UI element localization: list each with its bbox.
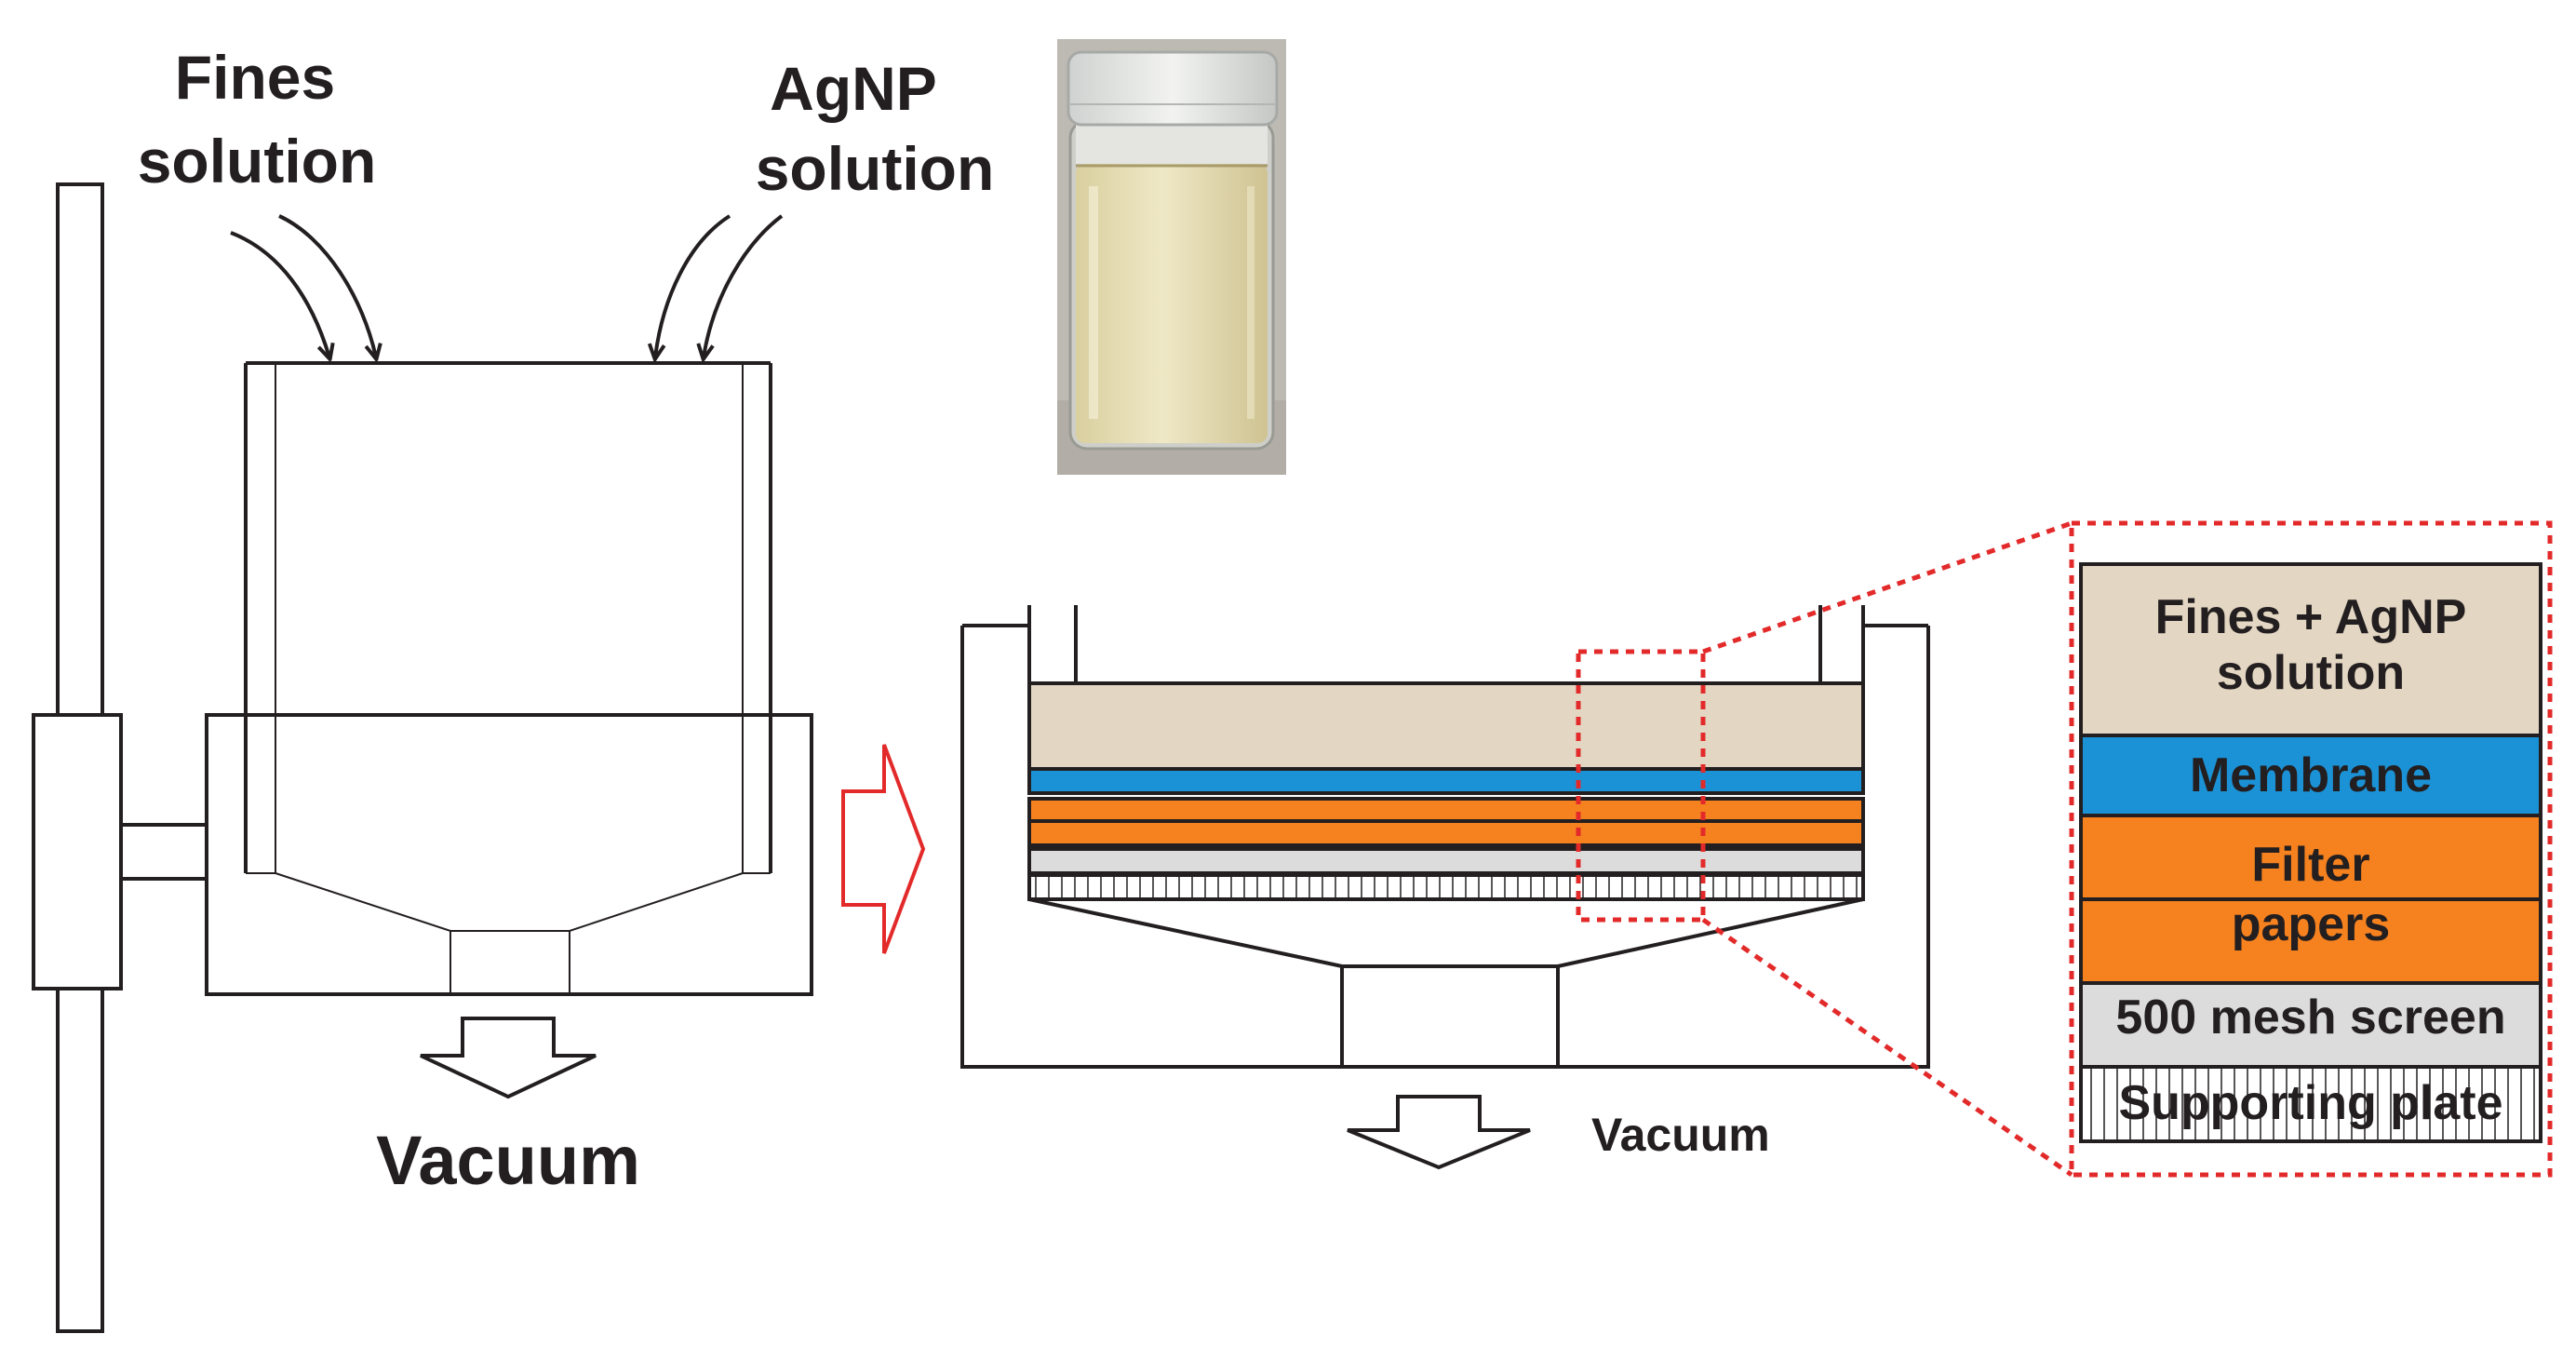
input-arrows (230, 214, 784, 357)
drain-neck (449, 930, 570, 995)
legend-label-filter-line2: papers (2232, 897, 2391, 951)
agnp-solution-label-line2: solution (756, 134, 995, 203)
vacuum-label-left: Vacuum (376, 1122, 640, 1199)
legend-supporting-plate (2079, 1065, 2542, 1143)
layer-solution (1027, 681, 1865, 771)
layer-mesh-screen (1027, 847, 1865, 875)
vacuum-arrow-left (420, 1017, 597, 1099)
legend-label-solution-line1: Fines + AgNP (2155, 590, 2467, 644)
legend-label-solution-line2: solution (2217, 646, 2405, 700)
legend-filter-paper-1 (2079, 814, 2542, 901)
layer-filter-paper-1 (1027, 797, 1865, 823)
layer-legend (2079, 562, 2542, 1143)
layer-supporting-plate (1027, 873, 1865, 901)
clamp-block (32, 713, 123, 990)
legend-label-membrane: Membrane (2190, 748, 2432, 802)
cross-section-neck (1340, 964, 1560, 1069)
clamp-arm (119, 823, 210, 881)
left-apparatus (32, 182, 813, 1333)
legend-solution (2079, 562, 2542, 737)
vial-photo (1057, 39, 1286, 475)
legend-label-filter-line1: Filter (2251, 838, 2369, 892)
vacuum-arrow-right (1347, 1095, 1531, 1170)
legend-mesh-screen (2079, 981, 2542, 1069)
vacuum-label-right: Vacuum (1591, 1109, 1770, 1161)
legend-label-mesh-screen: 500 mesh screen (2115, 990, 2505, 1044)
layer-filter-paper-2 (1027, 819, 1865, 847)
fines-solution-label-line2: solution (138, 127, 377, 195)
cross-section (960, 605, 1930, 1069)
zoom-indicator (1576, 520, 2553, 1178)
legend-membrane (2079, 734, 2542, 817)
layer-membrane (1027, 767, 1865, 795)
agnp-solution-label-line1: AgNP (770, 54, 937, 123)
vial-cap (1067, 50, 1279, 127)
transition-arrow (841, 744, 926, 954)
legend-label-supporting-plate: Supporting plate (2118, 1076, 2502, 1130)
zoom-source-box (1576, 649, 1706, 923)
legend-labels: Fines + AgNP solution Membrane Filter pa… (2115, 590, 2505, 1130)
legend-filter-paper-2 (2079, 897, 2542, 985)
layer-stack (1027, 681, 1865, 901)
zoom-detail-box (2069, 520, 2553, 1178)
filter-housing (205, 713, 813, 996)
vial-liquid (1076, 164, 1268, 443)
fines-solution-label-line1: Fines (175, 43, 335, 112)
